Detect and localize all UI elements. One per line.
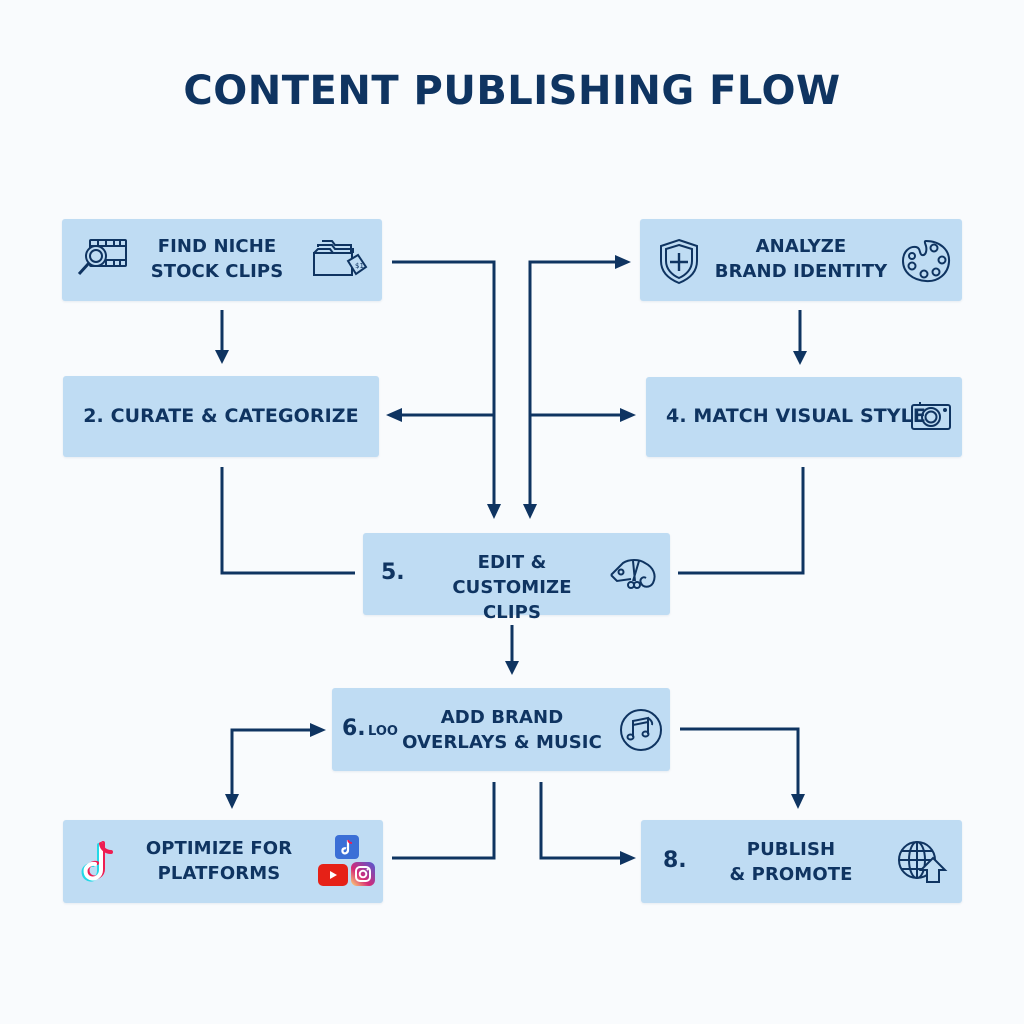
instagram-icon — [351, 862, 375, 890]
step-3-analyze-brand-identity[interactable]: ANALYZE BRAND IDENTITY — [640, 219, 962, 301]
step-6-line1: ADD BRAND — [440, 707, 564, 728]
arrowhead — [225, 794, 239, 809]
arrowhead — [487, 504, 501, 519]
arrowhead — [620, 408, 636, 422]
step-3-line1: ANALYZE — [755, 236, 847, 257]
connector-6-to-7-return — [392, 782, 496, 860]
step-5-line2: CLIPS — [482, 602, 542, 623]
step-6-line2: OVERLAYS & MUSIC — [402, 732, 602, 753]
step-8-line1: PUBLISH — [746, 839, 836, 860]
step-7-line1: OPTIMIZE FOR — [145, 838, 293, 859]
step-4-match-visual-style[interactable]: 4. MATCH VISUAL STYLE — [646, 377, 962, 457]
step-1-label: FIND NICHE STOCK CLIPS — [142, 234, 292, 284]
step-5-number: 5. — [381, 560, 405, 585]
step-8-label: PUBLISH & PROMOTE — [711, 837, 871, 887]
step-1-line1: FIND NICHE — [157, 236, 277, 257]
music-note-icon — [618, 707, 664, 757]
step-7-label: OPTIMIZE FOR PLATFORMS — [139, 836, 299, 886]
connector-2-to-5 — [220, 467, 355, 575]
connector-1-to-5 — [392, 260, 496, 508]
globe-upload-icon — [895, 838, 949, 888]
connector-4-to-5 — [678, 467, 805, 575]
step-5-label: EDIT & CUSTOMIZE CLIPS — [417, 550, 607, 625]
camera-icon — [910, 401, 952, 435]
arrowhead — [793, 351, 807, 365]
step-7-line2: PLATFORMS — [157, 863, 281, 884]
step-7-optimize-for-platforms[interactable]: OPTIMIZE FOR PLATFORMS — [63, 820, 383, 903]
step-4-label: 4. MATCH VISUAL STYLE — [666, 405, 926, 427]
connector-6-to-8-right — [680, 727, 800, 798]
tiktok-icon — [77, 840, 121, 888]
connector-6-to-7 — [230, 728, 314, 798]
page-title: CONTENT PUBLISHING FLOW — [183, 68, 841, 114]
tiktok-app-icon — [335, 835, 359, 863]
search-film-icon — [76, 236, 130, 286]
arrowhead — [310, 723, 326, 737]
step-6-label: ADD BRAND OVERLAYS & MUSIC — [402, 705, 602, 755]
folder-tag-icon: $1 — [312, 237, 368, 285]
step-5-line1: EDIT & CUSTOMIZE — [452, 552, 572, 598]
step-5-edit-customize-clips[interactable]: 5. EDIT & CUSTOMIZE CLIPS — [363, 533, 670, 623]
step-8-publish-promote[interactable]: 8. PUBLISH & PROMOTE — [641, 820, 962, 903]
step-8-line2: & PROMOTE — [729, 864, 853, 885]
step-3-line2: BRAND IDENTITY — [714, 261, 888, 282]
step-8-number: 8. — [663, 848, 687, 873]
step-6-number: 6. — [342, 716, 366, 741]
step-6-add-brand-overlays-music[interactable]: 6. LOO ADD BRAND OVERLAYS & MUSIC — [332, 688, 670, 771]
step-2-curate-categorize[interactable]: 2. CURATE & CATEGORIZE — [63, 376, 379, 457]
arrowhead — [620, 851, 636, 865]
arrowhead — [505, 661, 519, 675]
step-1-line2: STOCK CLIPS — [150, 261, 284, 282]
arrowhead — [386, 408, 402, 422]
step-3-label: ANALYZE BRAND IDENTITY — [706, 234, 896, 284]
shield-plus-icon — [658, 237, 700, 289]
chameleon-scissors-icon — [609, 555, 663, 595]
arrowhead — [791, 794, 805, 809]
arrowhead — [215, 350, 229, 364]
step-1-find-niche-stock-clips[interactable]: FIND NICHE STOCK CLIPS $1 — [62, 219, 382, 301]
youtube-icon — [318, 864, 348, 890]
connector-to-3 — [528, 260, 620, 508]
arrowhead — [523, 504, 537, 519]
connector-6-to-8 — [539, 782, 624, 860]
step-6-extra-text: LOO — [368, 724, 398, 739]
svg-text:$1: $1 — [355, 262, 364, 270]
step-2-label: 2. CURATE & CATEGORIZE — [83, 405, 359, 427]
palette-icon — [900, 238, 952, 288]
arrowhead — [615, 255, 631, 269]
